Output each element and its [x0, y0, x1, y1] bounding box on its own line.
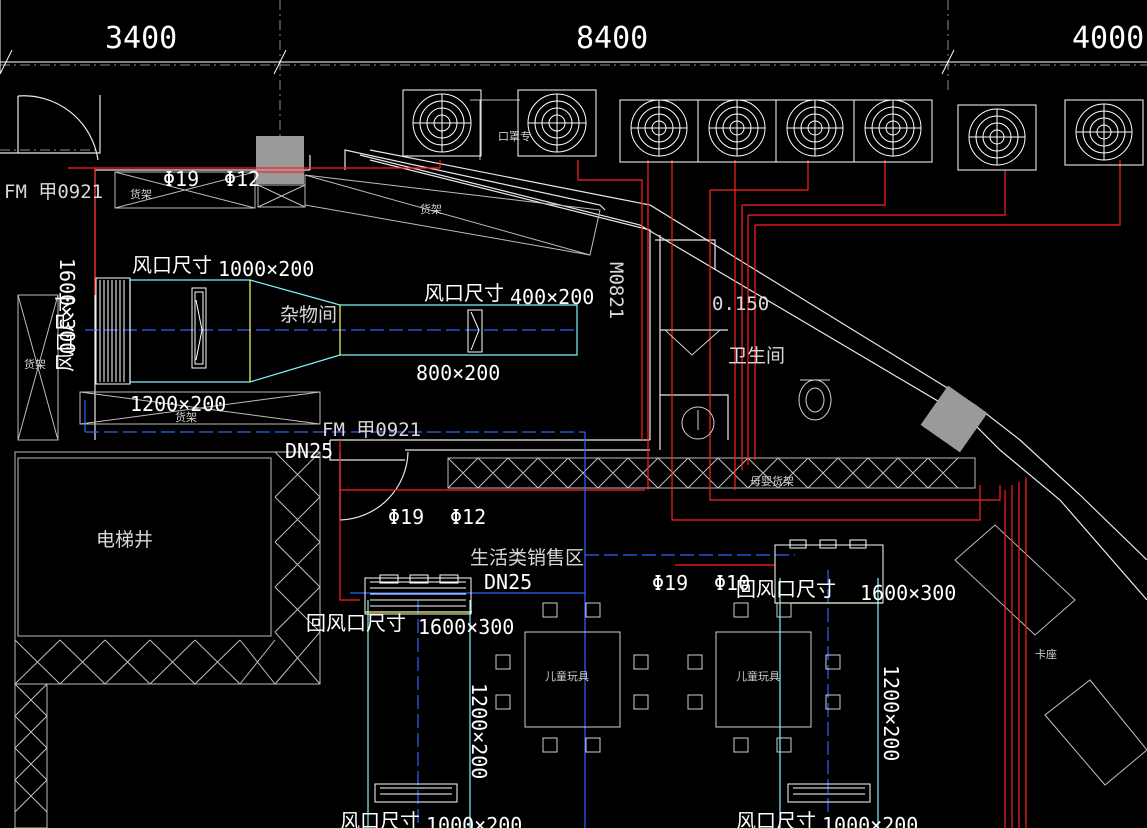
outdoor-unit-1: [402, 89, 482, 157]
shelf-label-3: 货架: [24, 357, 46, 371]
shelf-label-1: 货架: [130, 187, 152, 201]
fm-label-top-left: FM 甲0921: [4, 181, 103, 203]
duct-size-1600x300-left: 1600×300: [418, 615, 514, 639]
duct-size-1000x200-bottom-right: 1000×200: [822, 813, 918, 828]
dim-4000: 4000: [1072, 21, 1144, 56]
dim-3400: 3400: [105, 21, 177, 56]
supply-ducts: [129, 279, 879, 828]
duct-size-1200x200-vertical-right: 1200×200: [879, 665, 903, 761]
sales-area-label: 生活类销售区: [470, 547, 584, 569]
toilet-fixtures: [663, 329, 832, 440]
storage-room-label: 杂物间: [280, 304, 337, 326]
level-label: 0.150: [712, 293, 769, 315]
outdoor-unit-4: [697, 99, 777, 163]
pipe-dn25-left: DN25: [285, 439, 333, 463]
duct-size-400x200: 400×200: [510, 285, 594, 309]
elevator-shaft: [14, 451, 321, 828]
vertical-outlet-label: 风口尺寸: [53, 292, 77, 372]
door-tag-label: 口罩专: [498, 129, 531, 143]
pipe-phi12-top: Φ12: [224, 167, 260, 191]
pipe-dn25-mid: DN25: [484, 570, 532, 594]
duct-size-1200x200-left: 1200×200: [130, 392, 226, 416]
duct-size-1000x200-bottom-left: 1000×200: [426, 813, 522, 828]
grid-lines: [0, 0, 1147, 151]
pipe-phi12-mid: Φ12: [450, 505, 486, 529]
outdoor-unit-6: [853, 99, 933, 163]
return-air-label-left: 回风口尺寸: [306, 611, 406, 635]
outdoor-unit-3: [619, 99, 699, 163]
pipe-phi19-top: Φ19: [163, 167, 199, 191]
air-outlets: [95, 277, 884, 803]
ahu-unit-right: [920, 385, 988, 453]
toilet-label: 卫生间: [728, 345, 785, 367]
air-outlet-label-bottom-right: 风口尺寸: [736, 809, 816, 828]
duct-size-800x200: 800×200: [416, 361, 500, 385]
kids-toy-areas: [495, 602, 841, 753]
shelf-label-2: 货架: [420, 202, 442, 216]
dim-8400: 8400: [576, 21, 648, 56]
booth-label: 卡座: [1035, 647, 1057, 661]
kids-toy-label-2: 儿童玩具: [736, 669, 780, 683]
return-air-label-right: 回风口尺寸: [736, 577, 836, 601]
outdoor-units: [402, 89, 1144, 171]
outdoor-unit-2: [517, 89, 597, 157]
air-outlet-size-label-2: 风口尺寸: [424, 281, 504, 305]
fm-label-mid: FM 甲0921: [322, 419, 421, 441]
duct-size-1600x300-right: 1600×300: [860, 581, 956, 605]
duct-size-1000x200-top: 1000×200: [218, 257, 314, 281]
ahu-unit-top: [256, 136, 304, 184]
red-pipes: [68, 160, 1121, 828]
outdoor-unit-7: [957, 104, 1037, 171]
pipe-phi10-right: Φ10: [714, 571, 750, 595]
blue-axis-lines: [84, 329, 829, 828]
dimension-lines: [0, 0, 1147, 75]
elevator-shaft-label: 电梯井: [96, 529, 153, 551]
outdoor-unit-8: [1064, 99, 1144, 166]
air-outlet-size-label-1: 风口尺寸: [132, 253, 212, 277]
shelves: [17, 99, 1147, 786]
shelf-label-mother-baby: 母婴货架: [750, 474, 794, 488]
hatched-wall-bottom: [447, 457, 976, 489]
shelf-label-4: 货架: [175, 410, 197, 424]
kids-toy-label-1: 儿童玩具: [545, 669, 589, 683]
m0821-label: M0821: [605, 262, 627, 319]
duct-size-1600x300-vertical: 1600×300: [55, 258, 79, 354]
air-outlet-label-bottom-left: 风口尺寸: [340, 809, 420, 828]
duct-size-1200x200-vertical-left: 1200×200: [467, 683, 491, 779]
pipe-phi19-right: Φ19: [652, 571, 688, 595]
pipe-phi19-mid: Φ19: [388, 505, 424, 529]
